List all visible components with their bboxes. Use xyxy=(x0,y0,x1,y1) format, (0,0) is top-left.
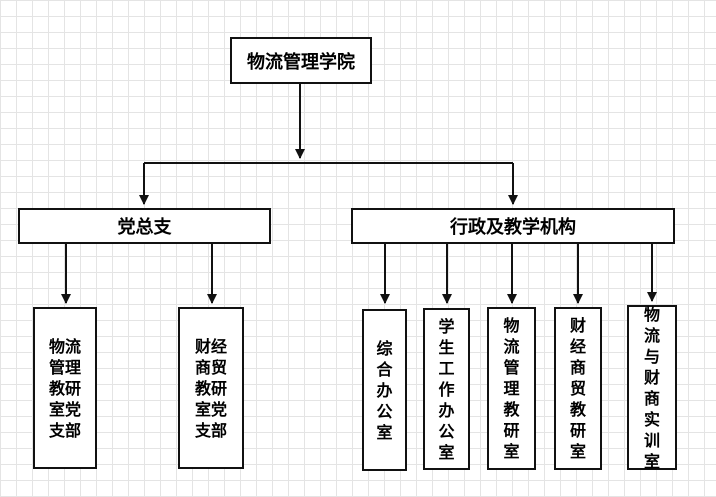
unit-text-line: 学 xyxy=(438,316,455,336)
branch-party-box: 党总支 xyxy=(18,208,271,244)
unit-text-line: 综 xyxy=(376,338,393,358)
unit-text-line: 室党 xyxy=(48,399,81,419)
unit-text-line: 商 xyxy=(569,358,586,377)
unit-text-line: 与 xyxy=(643,346,660,366)
unit-box: 财经 商贸 教研 室党 支部 xyxy=(178,307,244,469)
unit-text-line: 支部 xyxy=(48,420,81,440)
unit-box: 物 流 管 理 教 研 室 xyxy=(487,307,536,470)
unit-text-line: 教研 xyxy=(48,378,81,398)
unit-text-line: 物 xyxy=(503,316,520,335)
unit-text-line: 经 xyxy=(569,337,586,356)
root-label: 物流管理学院 xyxy=(247,51,355,73)
unit-text-line: 室 xyxy=(643,451,660,471)
unit-text-line: 实 xyxy=(643,409,660,429)
unit-box: 综 合 办 公 室 xyxy=(362,309,407,471)
unit-text-line: 研 xyxy=(503,421,520,440)
unit-text-line: 物 xyxy=(643,304,660,324)
unit-text-line: 教 xyxy=(503,400,520,419)
unit-box: 学 生 工 作 办 公 室 xyxy=(423,308,470,470)
unit-text-line: 研 xyxy=(569,421,586,440)
unit-text-line: 支部 xyxy=(194,420,227,440)
unit-text-line: 室 xyxy=(569,442,586,461)
unit-box: 财 经 商 贸 教 研 室 xyxy=(554,307,602,470)
unit-text-line: 教研 xyxy=(194,378,227,398)
unit-text-line: 生 xyxy=(438,337,455,357)
unit-text-line: 工 xyxy=(438,358,455,378)
unit-text-line: 财 xyxy=(643,367,660,387)
unit-text-line: 公 xyxy=(376,401,393,421)
unit-text-line: 物流 xyxy=(48,336,81,356)
unit-text-line: 室 xyxy=(376,422,393,442)
unit-text-line: 室党 xyxy=(194,399,227,419)
unit-text-line: 教 xyxy=(569,400,586,419)
branch-party-label: 党总支 xyxy=(117,217,172,238)
unit-text-line: 财经 xyxy=(194,336,227,356)
branch-admin-label: 行政及教学机构 xyxy=(450,217,576,238)
unit-text-line: 训 xyxy=(643,430,660,450)
unit-text-line: 管 xyxy=(503,358,520,377)
unit-text-line: 财 xyxy=(569,316,586,335)
unit-text-line: 流 xyxy=(643,325,660,345)
unit-text-line: 商贸 xyxy=(194,357,227,377)
unit-text-line: 流 xyxy=(503,337,520,356)
unit-text-line: 作 xyxy=(438,379,455,399)
unit-box: 物 流 与 财 商 实 训 室 xyxy=(627,304,677,471)
unit-box: 物流 管理 教研 室党 支部 xyxy=(33,307,97,469)
unit-text-line: 办 xyxy=(376,380,393,400)
unit-text-line: 合 xyxy=(376,359,393,379)
unit-text-line: 管理 xyxy=(48,357,81,377)
unit-text-line: 公 xyxy=(438,421,455,441)
branch-admin-box: 行政及教学机构 xyxy=(351,208,675,244)
unit-text-line: 室 xyxy=(438,442,455,462)
root-box: 物流管理学院 xyxy=(230,37,372,84)
unit-text-line: 贸 xyxy=(569,379,586,398)
unit-text-line: 室 xyxy=(503,442,520,461)
unit-text-line: 商 xyxy=(643,388,660,408)
unit-text-line: 理 xyxy=(503,379,520,398)
unit-text-line: 办 xyxy=(438,400,455,420)
